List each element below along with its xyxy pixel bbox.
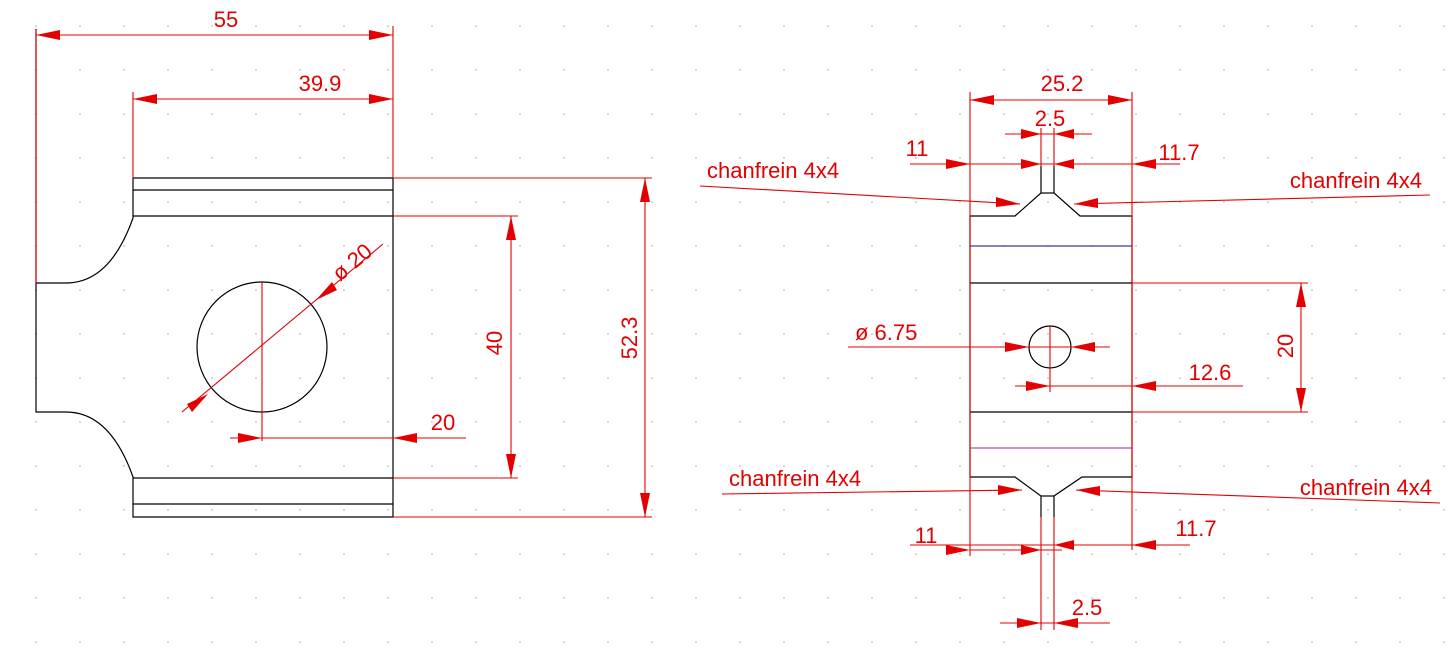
dim-right-hole-diameter-label: ø 6.75 [855, 320, 917, 345]
right-view-outline [969, 166, 1133, 517]
chamfer-bottom-leaders: chanfrein 4x4 chanfrein 4x4 [721, 466, 1441, 504]
dim-right-hole-offset-label: 12.6 [1189, 360, 1232, 385]
dim-inner-height: 40 [393, 215, 518, 479]
dim-right-width: 25.2 [969, 71, 1133, 556]
dim-overall-height-label: 52.3 [617, 317, 642, 360]
left-view-dimensions: 55 39.9 ø 20 40 [35, 7, 652, 518]
dim-slot-top-label: 2.5 [1035, 106, 1066, 131]
chamfer-top-right-label: chanfrein 4x4 [1290, 168, 1422, 193]
dim-offsets-bottom: 11 11.7 [910, 516, 1217, 555]
dim-right-top-label: 11.7 [1158, 140, 1199, 165]
dim-hole-diameter: ø 20 [181, 238, 384, 441]
chamfer-top-leaders: chanfrein 4x4 chanfrein 4x4 [699, 158, 1431, 208]
dim-body-width: 39.9 [132, 71, 393, 178]
dim-right-hole-offset: 12.6 [1015, 360, 1243, 391]
dim-hole-diameter-label: ø 20 [327, 238, 377, 285]
dim-overall-width-label: 55 [214, 7, 238, 32]
dim-slot-top: 2.5 [1005, 106, 1092, 166]
dim-left-bottom-label: 11 [915, 523, 938, 548]
dim-body-width-label: 39.9 [299, 71, 342, 96]
dim-overall-height: 52.3 [393, 177, 652, 518]
dim-offsets-top: 11 11.7 [906, 136, 1200, 169]
right-view-dimensions: 25.2 2.5 11 11.7 chanfrein 4x4 [699, 71, 1441, 630]
dim-hole-offset-label: 20 [431, 410, 455, 435]
left-view-outline [35, 29, 394, 518]
dim-band-height-label: 20 [1273, 334, 1298, 358]
dim-right-hole-diameter: ø 6.75 [848, 320, 1110, 392]
dim-hole-offset: 20 [230, 410, 466, 443]
dim-band-height: 20 [1132, 282, 1308, 413]
chamfer-top-left-label: chanfrein 4x4 [707, 158, 839, 183]
chamfer-bottom-left-label: chanfrein 4x4 [729, 466, 861, 491]
dim-overall-width: 55 [35, 7, 394, 283]
dim-right-width-label: 25.2 [1041, 71, 1084, 96]
dim-left-top-label: 11 [906, 136, 929, 161]
dim-right-bottom-label: 11.7 [1175, 516, 1216, 541]
dim-inner-height-label: 40 [482, 331, 507, 355]
dim-slot-bottom: 2.5 [1000, 517, 1110, 630]
chamfer-bottom-right-label: chanfrein 4x4 [1300, 475, 1432, 500]
dim-slot-bottom-label: 2.5 [1072, 595, 1103, 620]
